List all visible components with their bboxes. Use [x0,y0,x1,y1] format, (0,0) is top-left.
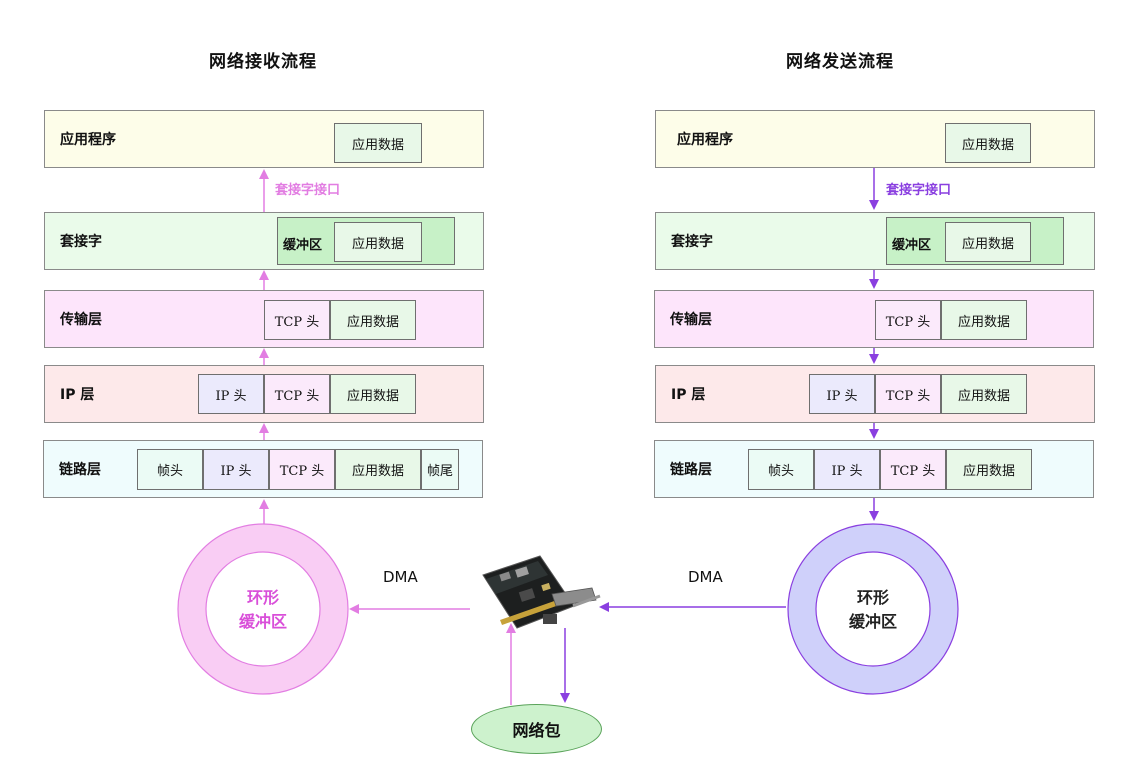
receive-socket-buffer-label: 缓冲区 [283,238,323,253]
send-ip-header-cell: IP 头 [809,374,875,414]
receive-ip-layer-name: IP 层 [60,387,95,403]
receive-link-layer: 链路层 帧头 IP 头 TCP 头 应用数据 帧尾 [43,440,483,498]
receive-app-layer: 应用程序 应用数据 [44,110,484,168]
receive-ip-tcp-cell: TCP 头 [264,374,330,414]
send-link-layer: 链路层 帧头 IP 头 TCP 头 应用数据 [654,440,1094,498]
send-transport-layer-name: 传输层 [670,312,712,328]
receive-socket-data-cell: 应用数据 [334,222,422,262]
send-link-frame-head-cell: 帧头 [748,449,814,490]
receive-link-tcp-cell: TCP 头 [269,449,335,490]
receive-transport-tcp-cell: TCP 头 [264,300,330,340]
receive-title: 网络接收流程 [209,52,317,72]
send-title: 网络发送流程 [786,52,894,72]
send-ring-label: 环形 缓冲区 [823,586,923,634]
send-link-tcp-cell: TCP 头 [880,449,946,490]
send-ip-layer-name: IP 层 [671,387,706,403]
send-app-layer-name: 应用程序 [677,132,733,148]
send-socket-interface-label: 套接字接口 [886,183,952,198]
receive-socket-interface-label: 套接字接口 [275,183,341,198]
send-ring-outer-edge [787,523,959,695]
send-ip-layer: IP 层 IP 头 TCP 头 应用数据 [655,365,1095,423]
send-socket-buffer-label: 缓冲区 [892,238,932,253]
send-transport-layer: 传输层 TCP 头 应用数据 [654,290,1094,348]
network-card-icon [482,555,601,629]
send-ip-data-cell: 应用数据 [941,374,1027,414]
receive-ring-label: 环形 缓冲区 [213,586,313,634]
send-dma-label: DMA [688,568,723,586]
send-transport-tcp-cell: TCP 头 [875,300,941,340]
send-link-ip-cell: IP 头 [814,449,880,490]
receive-ring-buffer [178,524,348,694]
receive-transport-data-cell: 应用数据 [330,300,416,340]
receive-ip-data-cell: 应用数据 [330,374,416,414]
receive-dma-label: DMA [383,568,418,586]
receive-ip-layer: IP 层 IP 头 TCP 头 应用数据 [44,365,484,423]
receive-transport-layer-name: 传输层 [60,312,102,328]
receive-ring-label-line1: 环形 [246,588,279,607]
receive-ring-label-line2: 缓冲区 [238,612,287,631]
receive-transport-layer: 传输层 TCP 头 应用数据 [44,290,484,348]
send-ring-label-line2: 缓冲区 [848,612,897,631]
send-socket-layer-name: 套接字 [671,234,713,250]
send-app-data-cell: 应用数据 [945,123,1031,163]
send-link-layer-name: 链路层 [670,462,712,478]
send-transport-data-cell: 应用数据 [941,300,1027,340]
send-socket-layer: 套接字 缓冲区 应用数据 [655,212,1095,270]
send-ring-buffer [788,524,958,694]
network-packet: 网络包 [471,704,602,754]
receive-link-frame-tail-cell: 帧尾 [421,449,459,490]
receive-socket-layer: 套接字 缓冲区 应用数据 [44,212,484,270]
send-app-layer: 应用程序 应用数据 [655,110,1095,168]
receive-socket-layer-name: 套接字 [60,234,102,250]
receive-ip-header-cell: IP 头 [198,374,264,414]
receive-link-layer-name: 链路层 [59,462,101,478]
send-link-data-cell: 应用数据 [946,449,1032,490]
receive-ring-outer-edge [177,523,349,695]
send-ip-tcp-cell: TCP 头 [875,374,941,414]
send-ring-inner-edge [815,551,931,667]
receive-app-data-cell: 应用数据 [334,123,422,163]
receive-link-ip-cell: IP 头 [203,449,269,490]
receive-app-layer-name: 应用程序 [60,132,116,148]
send-ring-label-line1: 环形 [856,588,889,607]
receive-link-frame-head-cell: 帧头 [137,449,203,490]
receive-ring-inner-edge [205,551,321,667]
receive-link-data-cell: 应用数据 [335,449,421,490]
send-socket-data-cell: 应用数据 [945,222,1031,262]
